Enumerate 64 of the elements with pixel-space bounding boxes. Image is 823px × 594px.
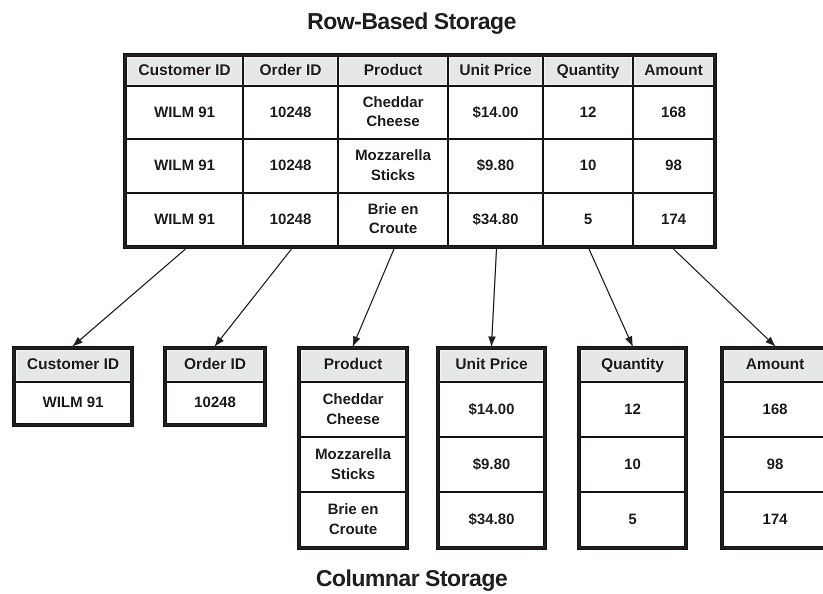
table-value: 10: [544, 138, 632, 192]
table-value: $14.00: [440, 381, 543, 436]
table-column: [127, 57, 244, 245]
table-column: [244, 57, 339, 245]
column-table: [577, 346, 688, 550]
table-value: 5: [581, 491, 684, 546]
column-table: [436, 346, 547, 550]
table-value: WILM 91: [127, 192, 242, 246]
table-value: 10248: [167, 381, 263, 423]
table-value: Mozzarella Sticks: [301, 436, 405, 491]
column-table: [297, 346, 409, 550]
diagram-title: Row-Based Storage: [306, 8, 517, 35]
table-value: $34.80: [440, 491, 543, 546]
table-value: Mozzarella Sticks: [339, 138, 447, 192]
column-header: Unit Price: [440, 350, 543, 381]
column-header: Order ID: [244, 57, 337, 85]
table-value: WILM 91: [127, 138, 242, 192]
table-value: 174: [724, 491, 823, 546]
column-header: Customer ID: [127, 57, 242, 85]
table-value: Brie en Croute: [301, 491, 405, 546]
arrow: [588, 248, 634, 346]
arrow: [352, 248, 395, 346]
table-value: 174: [634, 192, 713, 246]
table-column: [544, 57, 634, 245]
table-value: $34.80: [449, 192, 542, 246]
arrow: [488, 248, 498, 346]
table-value: $9.80: [440, 436, 543, 491]
table-value: Cheddar Cheese: [301, 381, 405, 436]
column-table: [720, 346, 823, 550]
table-value: 10248: [244, 84, 337, 138]
arrow: [214, 248, 292, 346]
column-table: [163, 346, 267, 427]
column-header: Product: [301, 350, 405, 381]
table-value: 98: [724, 436, 823, 491]
column-header: Unit Price: [449, 57, 542, 85]
table-value: Brie en Croute: [339, 192, 447, 246]
table-value: 12: [581, 381, 684, 436]
column-table: [12, 346, 134, 427]
column-header: Quantity: [581, 350, 684, 381]
table-value: WILM 91: [16, 381, 130, 423]
column-header: Order ID: [167, 350, 263, 381]
column-header: Customer ID: [16, 350, 130, 381]
column-header: Quantity: [544, 57, 632, 85]
column-header: Product: [339, 57, 447, 85]
table-value: $9.80: [449, 138, 542, 192]
table-value: 10: [581, 436, 684, 491]
arrow: [673, 248, 776, 346]
table-column: [339, 57, 449, 245]
table-value: WILM 91: [127, 84, 242, 138]
table-value: 5: [544, 192, 632, 246]
table-value: 168: [724, 381, 823, 436]
table-value: 168: [634, 84, 713, 138]
data-table: [123, 53, 717, 249]
table-value: Cheddar Cheese: [339, 84, 447, 138]
table-value: 98: [634, 138, 713, 192]
table-value: 10248: [244, 138, 337, 192]
table-value: $14.00: [449, 84, 542, 138]
column-header: Amount: [634, 57, 713, 85]
table-value: 12: [544, 84, 632, 138]
arrow: [72, 248, 186, 346]
diagram-caption: Columnar Storage: [314, 565, 508, 592]
table-column: [449, 57, 544, 245]
column-header: Amount: [724, 350, 823, 381]
table-value: 10248: [244, 192, 337, 246]
